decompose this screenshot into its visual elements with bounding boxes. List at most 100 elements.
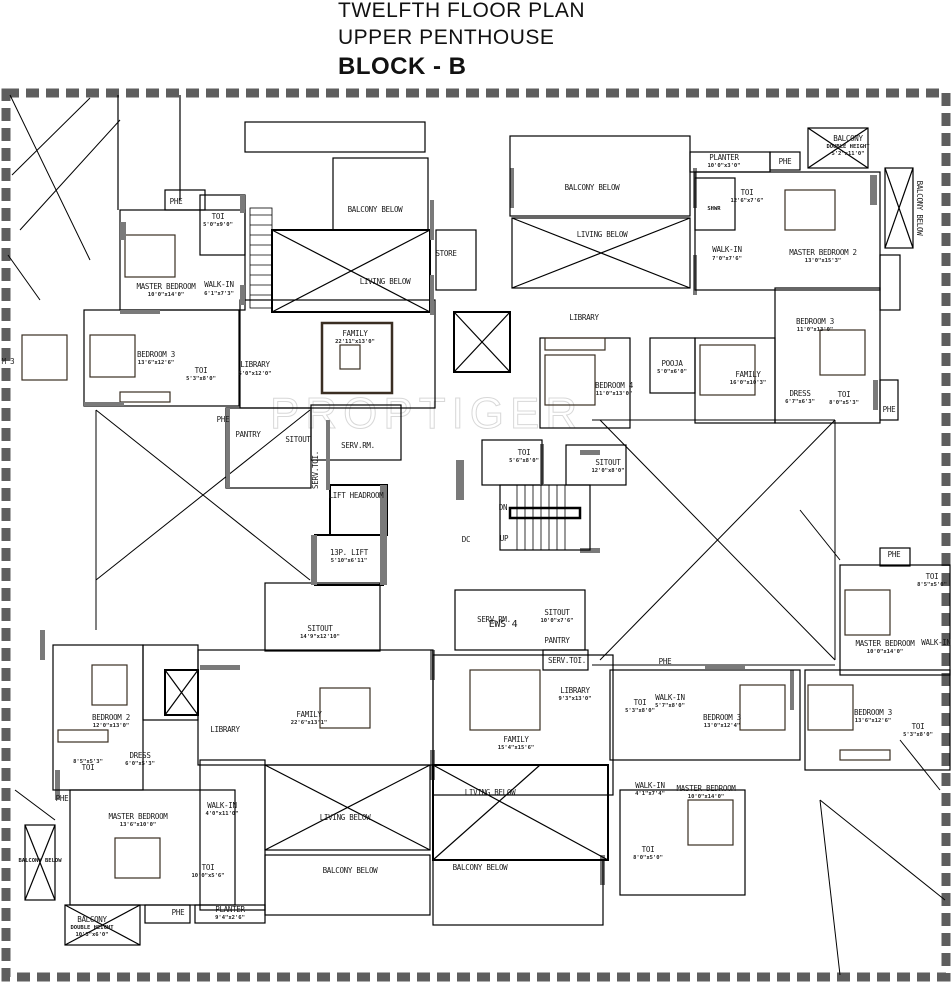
- open-to-sky-voids: [7, 94, 946, 976]
- room-dim: 6'0"x5'3": [125, 761, 155, 767]
- room-label: SITOUT: [285, 435, 311, 444]
- room-label: WALK-IN: [712, 245, 742, 254]
- room-label: PLANTER: [709, 153, 739, 162]
- room-label: MASTER BEDROOM: [136, 282, 196, 291]
- room-label: PHE: [170, 197, 183, 206]
- room-label: DN: [499, 503, 507, 512]
- room-dim: 9'4"x2'6": [215, 915, 245, 921]
- room-label: TOI: [838, 390, 851, 399]
- room-dim: 10'3"x6'0": [75, 932, 108, 938]
- room-label: BEDROOM 2: [92, 713, 130, 722]
- room-label: BALCONY BELOW: [348, 205, 404, 214]
- room-label: WALK-IN: [635, 781, 665, 790]
- room-label: SITOUT: [307, 624, 333, 633]
- room-label: TOI: [202, 863, 215, 872]
- room-label: SITOUT: [544, 608, 570, 617]
- room-dim: 16'0"x10'3": [730, 380, 766, 386]
- room-label: M 3: [2, 357, 15, 366]
- room-dim: 10'0"x3'0": [707, 163, 740, 169]
- room-dim: 4'1"x7'4": [635, 791, 665, 797]
- room-label: FAMILY: [735, 370, 761, 379]
- room-label: BEDROOM 3: [703, 713, 741, 722]
- room-dim: 4'0"x11'0": [205, 811, 238, 817]
- room-label: EWS 4: [489, 619, 518, 630]
- room-labels: MASTER BEDROOM 10'0"x14'0" TOI 5'0"x9'0"…: [2, 134, 951, 938]
- room-dim: 5'3"x8'0": [186, 376, 216, 382]
- room-label: TOI: [642, 845, 655, 854]
- plan-title: TWELFTH FLOOR PLAN: [338, 0, 586, 22]
- room-label: PLANTER: [215, 905, 245, 914]
- room-dim: 10'0"x14'0": [688, 794, 724, 800]
- plan-subtitle: UPPER PENTHOUSE: [338, 26, 555, 49]
- room-label: PANTRY: [235, 430, 261, 439]
- room-label: PHE: [888, 550, 901, 559]
- room-label: DRESS: [789, 389, 811, 398]
- room-label: LIBRARY: [560, 686, 590, 695]
- room-label: BALCONY BELOW: [18, 858, 62, 864]
- room-label: WALK-IN: [204, 280, 234, 289]
- room-label: BEDROOM 4: [595, 381, 634, 390]
- room-dim: 5'7"x8'0": [655, 703, 685, 709]
- room-label: PHE: [883, 405, 896, 414]
- room-label: TOI: [926, 572, 939, 581]
- room-label: BALCONY BELOW: [453, 863, 509, 872]
- room-dim: 6'7"x6'3": [785, 399, 815, 405]
- room-dim: 5'3"x8'0": [625, 708, 655, 714]
- room-label: 13P. LIFT: [330, 548, 369, 557]
- room-dim: 10'0"x14'0": [867, 649, 903, 655]
- room-dim: 8'0"x5'0": [633, 855, 663, 861]
- room-label: LIBRARY: [569, 313, 599, 322]
- watermark: PROPTIGER: [270, 389, 583, 438]
- room-label: MASTER BEDROOM: [855, 639, 915, 648]
- room-label: WALK-IN: [921, 638, 951, 647]
- room-dim: 5'2"x11'0": [831, 151, 864, 157]
- unit-top-left: [21, 95, 477, 652]
- room-dim: 8'0"x5'3": [829, 400, 859, 406]
- room-dim: 5'0"x12'0": [238, 371, 271, 377]
- room-label: BALCONY BELOW: [915, 181, 924, 237]
- site-boundary: [1, 88, 951, 982]
- room-dim: DOUBLE HEIGHT: [70, 925, 114, 931]
- room-dim: 10'0"x14'0": [148, 292, 184, 298]
- unit-bottom-left: [24, 644, 434, 946]
- room-dim: 8'5"x5'0": [917, 582, 947, 588]
- room-label: LIVING BELOW: [360, 277, 411, 286]
- unit-bottom-center: [432, 654, 801, 926]
- room-label: SERV.RM.: [477, 615, 511, 624]
- room-dim: 13'0"x15'3": [805, 258, 841, 264]
- room-dim: 12'0"x8'0": [591, 468, 624, 474]
- room-dim: 14'9"x12'10": [300, 634, 340, 640]
- room-label: PHE: [659, 657, 672, 666]
- room-dim: DOUBLE HEIGHT: [826, 144, 870, 150]
- room-dim: 6'1"x7'3": [204, 291, 234, 297]
- unit-top-center: [453, 135, 776, 671]
- room-label: TOI: [741, 188, 754, 197]
- room-label: PANTRY: [544, 636, 570, 645]
- room-label: PHE: [172, 908, 185, 917]
- room-label: TOI: [912, 722, 925, 731]
- room-label: SHWR: [707, 206, 721, 212]
- room-dim: 5'6"x8'0": [509, 458, 539, 464]
- room-dim: 10'0"x5'6": [191, 873, 224, 879]
- room-dim: 13'6"x10'0": [120, 822, 156, 828]
- room-dim: 13'6"x12'6": [138, 360, 174, 366]
- room-dim: 13'6"x12'6": [855, 718, 891, 724]
- room-label: TOI: [634, 698, 647, 707]
- room-dim: 22'11"x13'0": [335, 339, 375, 345]
- room-label: LIVING BELOW: [465, 788, 516, 797]
- shear-walls: [40, 168, 878, 885]
- room-label: LIFT HEADROOM: [329, 491, 385, 500]
- unit-top-right: [689, 127, 914, 424]
- room-dim: 22'6"x13'1": [291, 720, 327, 726]
- room-label: TOI: [195, 366, 208, 375]
- room-label: BEDROOM 3: [796, 317, 834, 326]
- room-dim: 12'6"x7'6": [730, 198, 763, 204]
- room-label: DRESS: [129, 751, 151, 760]
- room-dim: 5'0"x6'0": [657, 369, 687, 375]
- room-dim: 15'4"x15'6": [498, 745, 534, 751]
- room-label: STORE: [435, 249, 457, 258]
- room-label: FAMILY: [503, 735, 529, 744]
- room-label: LIVING BELOW: [320, 813, 371, 822]
- room-label: TOI: [82, 763, 95, 772]
